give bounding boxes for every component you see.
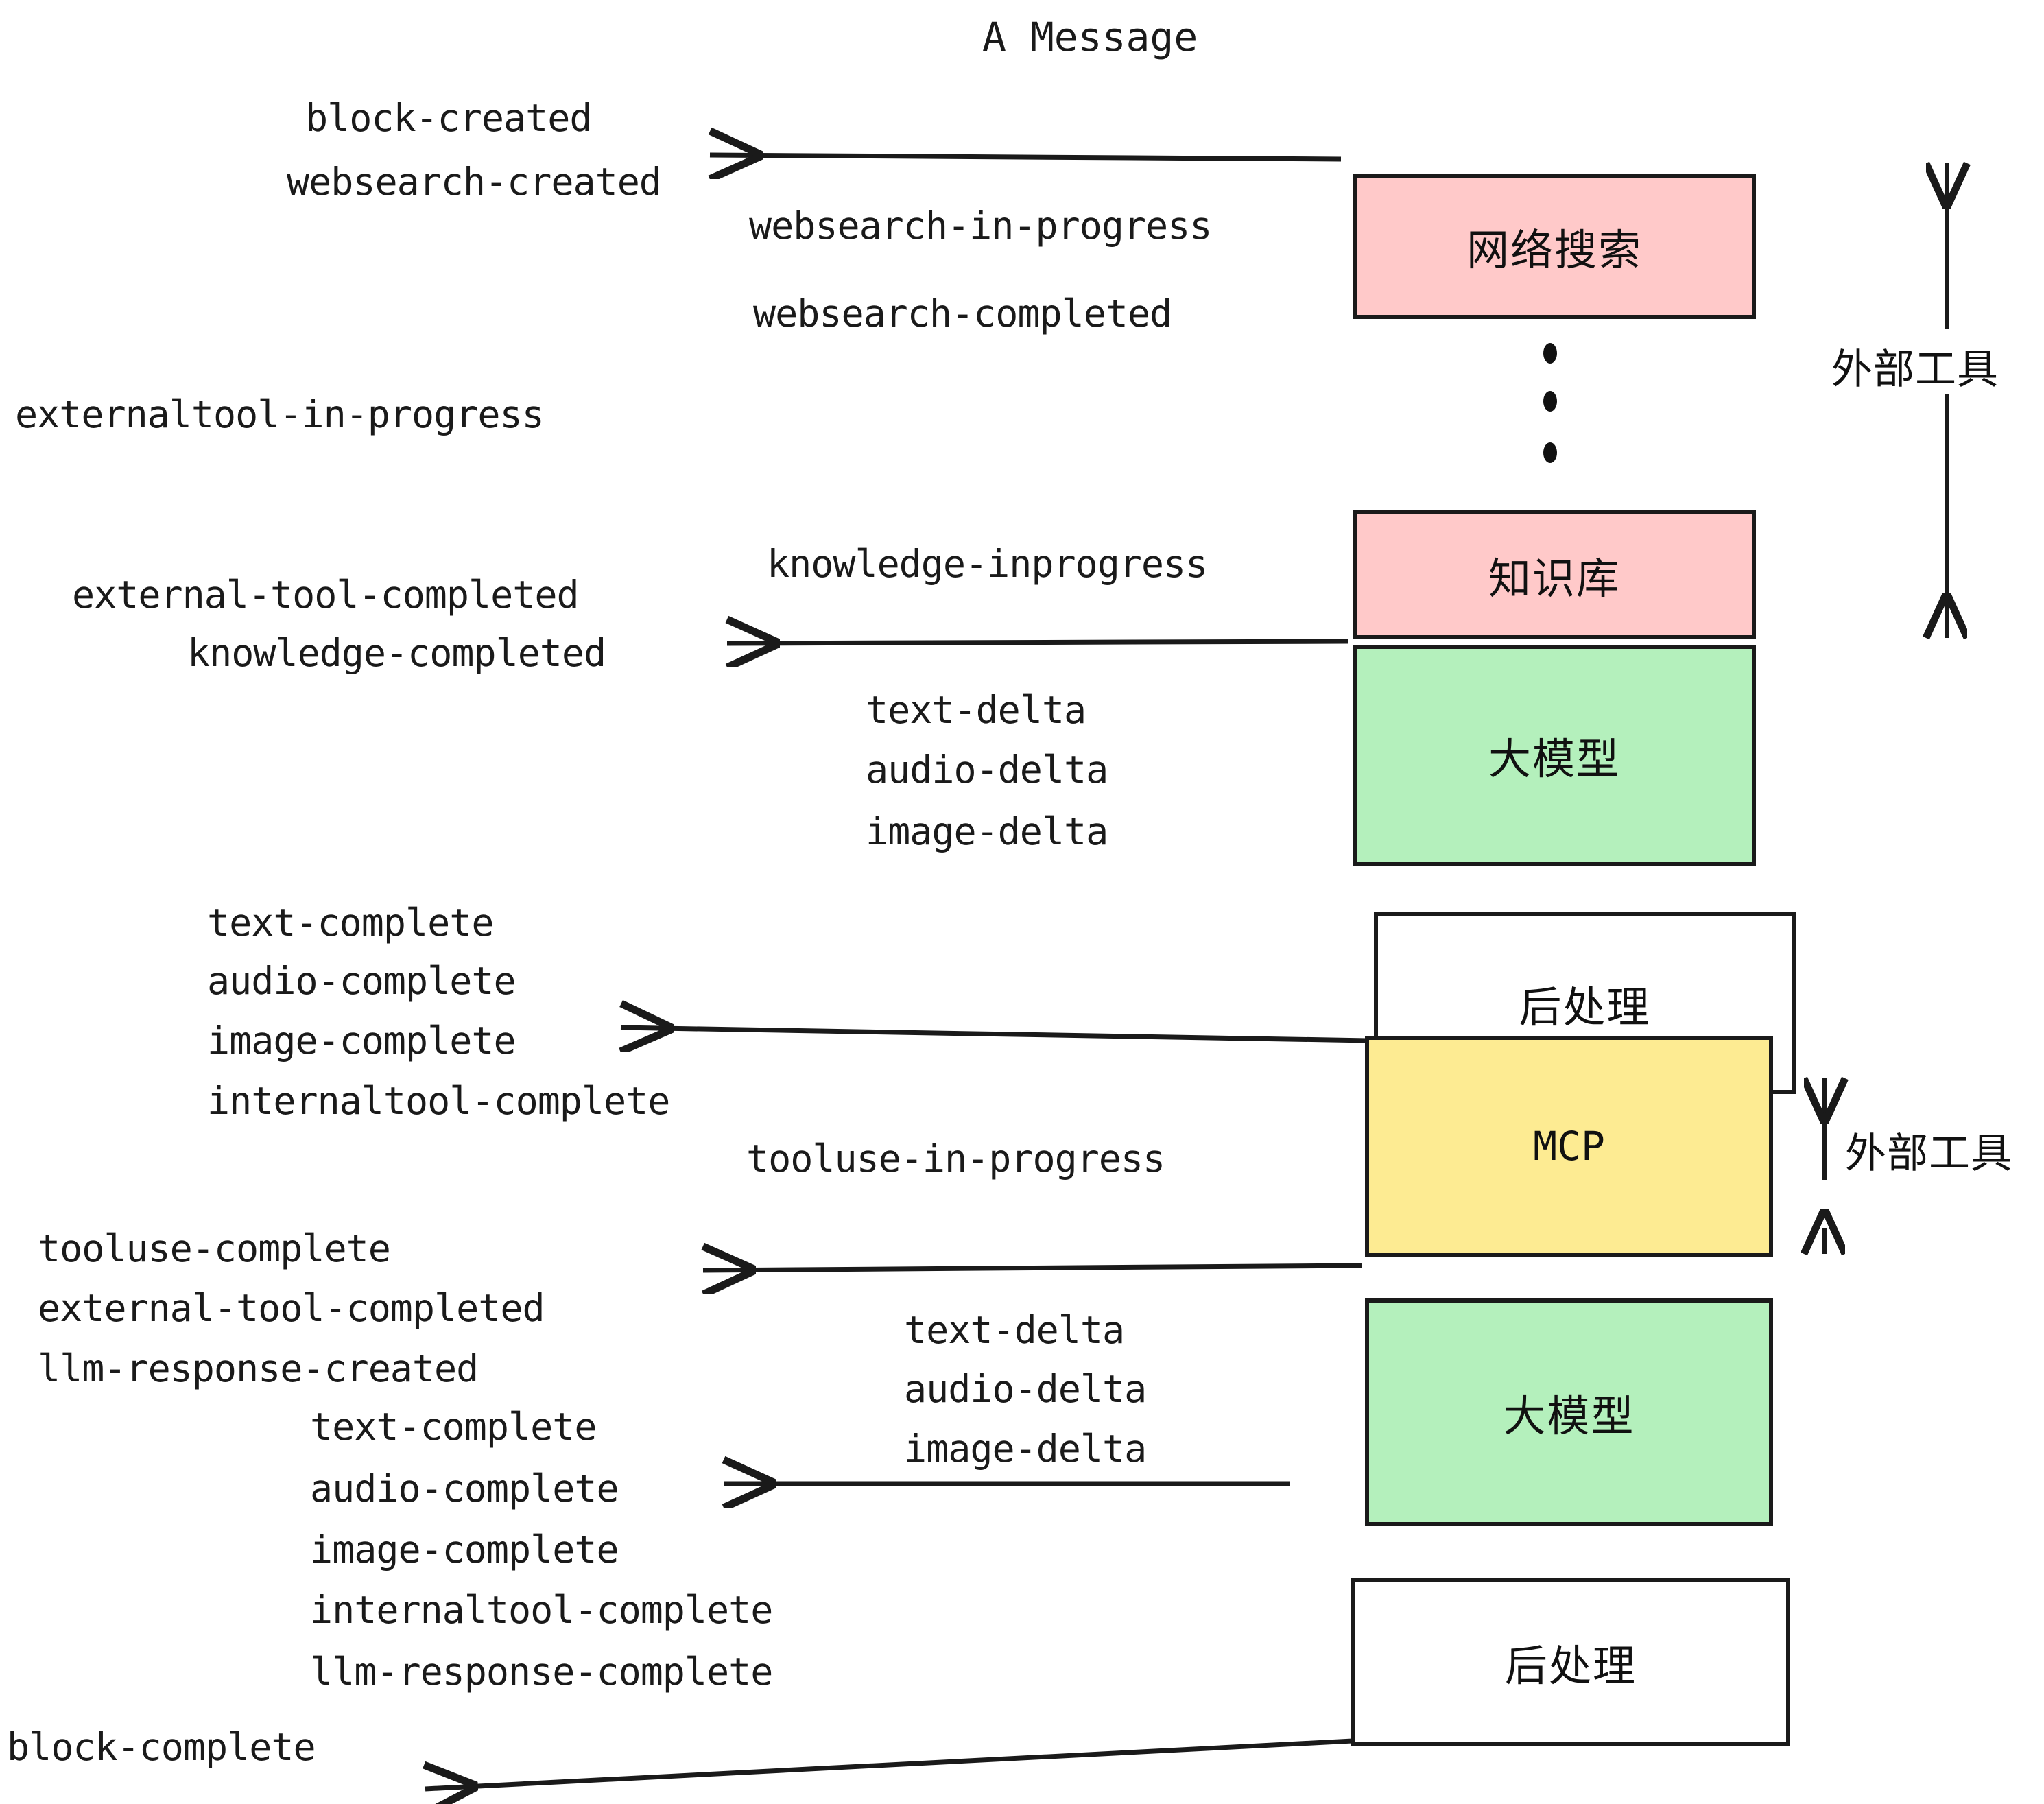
- ellipsis-dot-3: [1543, 442, 1557, 463]
- event-block-complete: block-complete: [7, 1725, 316, 1769]
- ellipsis-dot-2: [1543, 391, 1557, 412]
- event-externaltool-in-progress: externaltool-in-progress: [15, 392, 545, 436]
- event-text-complete-2: text-complete: [310, 1405, 597, 1449]
- node-postprocess-1-label: 后处理: [1519, 982, 1651, 1032]
- event-websearch-completed: websearch-completed: [753, 292, 1172, 335]
- node-mcp-label: MCP: [1533, 1123, 1605, 1170]
- event-audio-delta-1: audio-delta: [866, 748, 1108, 792]
- event-audio-delta-2: audio-delta: [904, 1367, 1147, 1411]
- node-websearch-label: 网络搜索: [1466, 225, 1642, 275]
- event-llm-response-complete: llm-response-complete: [310, 1650, 773, 1694]
- event-image-delta-2: image-delta: [904, 1427, 1147, 1471]
- event-image-complete-1: image-complete: [207, 1019, 516, 1063]
- event-knowledge-completed: knowledge-completed: [187, 631, 606, 675]
- event-audio-complete-1: audio-complete: [207, 959, 516, 1003]
- event-tooluse-complete: tooluse-complete: [38, 1226, 391, 1270]
- arrow-postprocess2-to-block-complete: [425, 1738, 1353, 1789]
- event-internaltool-complete-1: internaltool-complete: [207, 1079, 670, 1123]
- page-title: A Message: [982, 14, 1198, 60]
- event-websearch-created: websearch-created: [287, 160, 662, 204]
- node-postprocess-2[interactable]: 后处理: [1351, 1578, 1790, 1746]
- event-image-delta-1: image-delta: [866, 809, 1108, 853]
- event-text-complete-1: text-complete: [207, 901, 494, 945]
- node-knowledge-label: 知识库: [1488, 554, 1620, 604]
- event-audio-complete-2: audio-complete: [310, 1467, 619, 1510]
- node-websearch[interactable]: 网络搜索: [1353, 174, 1756, 319]
- node-knowledge[interactable]: 知识库: [1353, 510, 1756, 639]
- event-knowledge-inprogress: knowledge-inprogress: [767, 542, 1208, 586]
- node-llm-2[interactable]: 大模型: [1365, 1298, 1773, 1526]
- ellipsis-dot-1: [1543, 343, 1557, 364]
- event-tooluse-in-progress: tooluse-in-progress: [746, 1137, 1165, 1180]
- event-llm-response-created: llm-response-created: [38, 1346, 479, 1390]
- arrow-knowledge-to-completed: [727, 641, 1348, 643]
- side-label-external-tools-top: 外部工具: [1831, 346, 1999, 394]
- event-external-tool-completed-1: external-tool-completed: [72, 573, 580, 617]
- node-mcp[interactable]: MCP: [1365, 1036, 1773, 1257]
- arrow-websearch-to-created: [710, 155, 1342, 159]
- node-llm-1[interactable]: 大模型: [1353, 645, 1756, 866]
- event-internaltool-complete-2: internaltool-complete: [310, 1588, 773, 1632]
- event-websearch-in-progress: websearch-in-progress: [749, 204, 1212, 248]
- arrow-postprocess1-to-image-complete: [621, 1028, 1369, 1041]
- event-block-created: block-created: [305, 96, 592, 140]
- arrow-mcp-to-tooluse-complete: [703, 1266, 1362, 1270]
- node-postprocess-2-label: 后处理: [1504, 1640, 1637, 1691]
- event-text-delta-2: text-delta: [904, 1308, 1125, 1352]
- event-image-complete-2: image-complete: [310, 1528, 619, 1571]
- node-llm-1-label: 大模型: [1488, 734, 1620, 784]
- event-external-tool-completed-2: external-tool-completed: [38, 1286, 545, 1330]
- side-label-external-tools-bottom: 外部工具: [1845, 1130, 2012, 1178]
- event-text-delta-1: text-delta: [866, 688, 1086, 732]
- node-llm-2-label: 大模型: [1503, 1391, 1635, 1441]
